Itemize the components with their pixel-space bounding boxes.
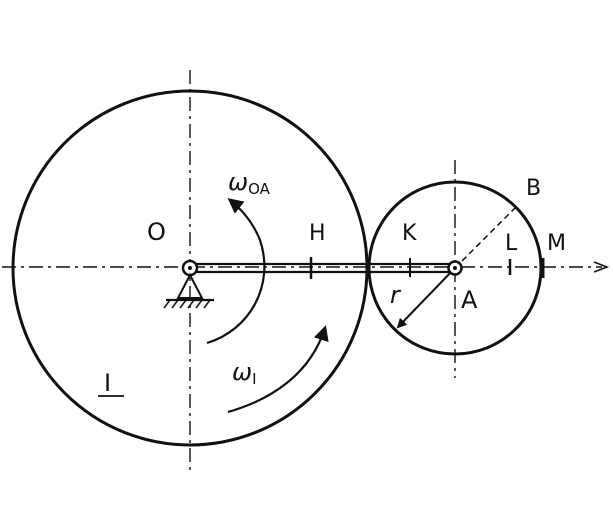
ground-hatch bbox=[163, 299, 211, 309]
axis-arrow-icon bbox=[593, 261, 610, 273]
pivot-A-center bbox=[453, 266, 457, 270]
omega-oa-sub: OA bbox=[248, 180, 271, 198]
label-O: O bbox=[147, 218, 166, 246]
gear-small-circle bbox=[367, 180, 543, 356]
label-M: M bbox=[547, 231, 566, 256]
omega-i-sub: I bbox=[252, 370, 256, 388]
label-r: r bbox=[390, 281, 402, 309]
fixed-support-icon bbox=[176, 272, 204, 299]
omega-i-symbol: ω bbox=[232, 358, 252, 386]
label-K: K bbox=[402, 221, 417, 246]
radius-r-arrow bbox=[396, 267, 456, 329]
label-A: A bbox=[461, 286, 478, 314]
label-gear-I: I bbox=[104, 369, 111, 397]
label-H: H bbox=[309, 221, 326, 246]
label-L: L bbox=[505, 231, 518, 256]
radius-to-B bbox=[454, 206, 517, 269]
omega-oa-arrow bbox=[206, 198, 266, 345]
label-omega-i: ωI bbox=[232, 358, 257, 388]
gear-I-circle bbox=[11, 89, 369, 447]
label-omega-oa: ωOA bbox=[228, 168, 271, 198]
pivot-O-center bbox=[188, 266, 192, 270]
label-B: B bbox=[526, 176, 541, 201]
omega-oa-symbol: ω bbox=[228, 168, 248, 196]
omega-i-arrow bbox=[227, 325, 329, 414]
